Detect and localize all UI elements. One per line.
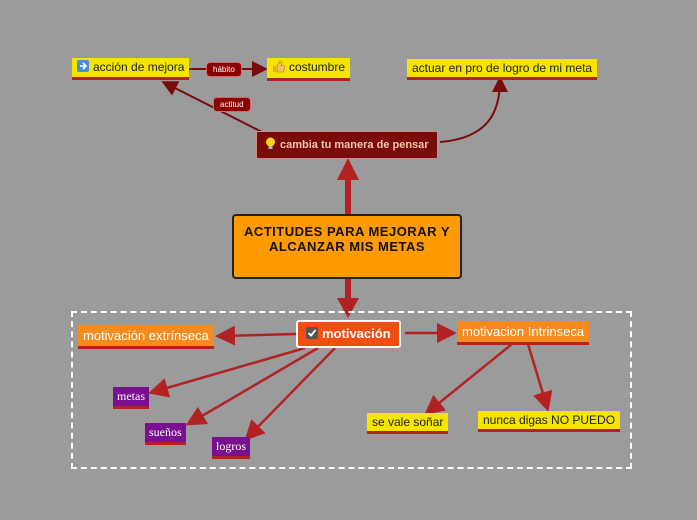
arrow-right-icon (77, 60, 89, 75)
topic-label: cambia tu manera de pensar (280, 138, 429, 151)
connector-motivacion-to-metas (148, 346, 306, 398)
topic-metas[interactable]: metas (113, 387, 149, 409)
label-habito: hábito (206, 62, 242, 77)
topic-actuar[interactable]: actuar en pro de logro de mi meta (407, 59, 598, 80)
connector-intrinseca-to-nunca (526, 343, 553, 412)
topic-costumbre[interactable]: costumbre (267, 58, 351, 81)
central-topic[interactable]: ACTITUDES PARA MEJORAR Y ALCANZAR MIS ME… (232, 214, 462, 279)
connector-cambia-to-actuar (439, 76, 508, 143)
topic-motivacion-extrinseca[interactable]: motivación extrínseca (78, 325, 214, 349)
checkbox-icon (306, 327, 318, 342)
topic-label: costumbre (289, 60, 346, 75)
topic-cambia-tu-manera[interactable]: cambia tu manera de pensar (256, 131, 438, 159)
topic-accion-de-mejora[interactable]: acción de mejora (72, 58, 190, 81)
topic-label: actuar en pro de logro de mi meta (412, 61, 593, 75)
topic-label: acción de mejora (93, 60, 185, 74)
connector-motivacion-to-extrinseca (215, 325, 297, 346)
topic-label: motivación (322, 326, 391, 341)
connector-motivacion-to-suenos (185, 346, 319, 426)
lightbulb-icon (265, 137, 276, 153)
motivation-group-frame (71, 311, 632, 469)
connector-intrinseca-to-vale (424, 343, 513, 416)
topic-se-vale-sonar[interactable]: se vale soñar (367, 413, 449, 434)
topic-logros[interactable]: logros (212, 437, 250, 459)
thumbs-up-icon (272, 60, 285, 76)
topic-suenos[interactable]: sueños (145, 423, 186, 445)
connector-motivacion-to-logros (244, 347, 336, 441)
topic-motivacion[interactable]: motivación (296, 320, 401, 349)
connector-central-to-cambia (337, 158, 359, 214)
label-actitud: actitud (213, 97, 251, 112)
topic-nunca-digas[interactable]: nunca digas NO PUEDO (478, 411, 621, 432)
connector-central-to-motivacion (337, 279, 359, 318)
topic-motivacion-intrinseca[interactable]: motivacion Intrinseca (457, 321, 590, 345)
